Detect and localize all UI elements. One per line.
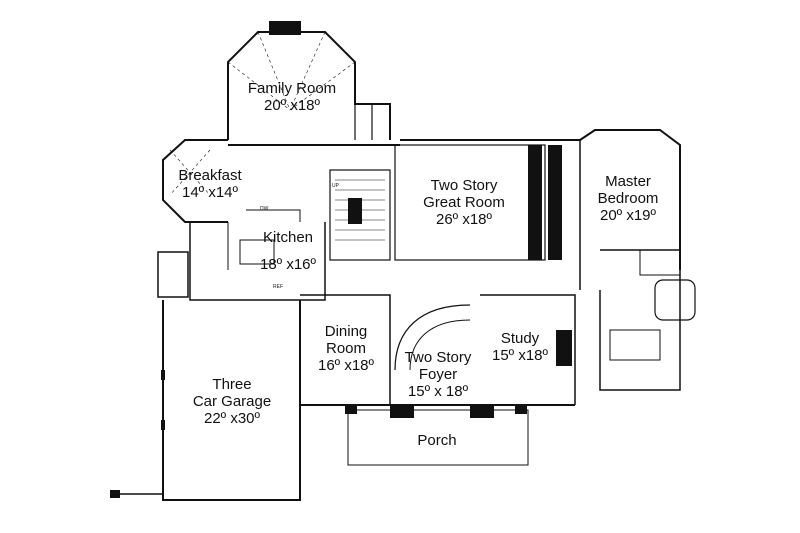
column-2 xyxy=(390,404,414,418)
room-label-breakfast: Breakfast 14º x14º xyxy=(178,167,241,201)
room-name: Porch xyxy=(417,432,457,449)
dishwasher-label: DW xyxy=(260,206,269,212)
family-closet xyxy=(354,104,373,140)
room-dimension: 20º x19º xyxy=(600,207,656,224)
room-name: Dining xyxy=(324,323,368,340)
garage-post xyxy=(110,490,120,498)
column-1 xyxy=(345,404,357,414)
room-dimension: 15º x18º xyxy=(492,347,548,364)
refrigerator-label: REF xyxy=(273,284,283,290)
room-dimension: 26º x18º xyxy=(435,211,492,228)
rear-stair xyxy=(329,169,391,261)
garage-side-box xyxy=(157,251,189,298)
room-label-family-room: Family Room 20º x18º xyxy=(248,80,336,114)
room-label-dining-room: Dining Room 16º x18º xyxy=(318,323,374,374)
foyer-stair-inner xyxy=(409,319,471,371)
kitchen-counter xyxy=(227,209,301,270)
room-dimension: 14º x14º xyxy=(182,184,238,201)
kitchen-walls xyxy=(189,222,326,301)
porch-outline xyxy=(347,409,529,466)
rear-wall xyxy=(228,129,681,270)
room-label-master-bedroom: Master Bedroom 20º x19º xyxy=(598,173,659,224)
garage-walls xyxy=(162,300,301,501)
room-label-study: Study 15º x18º xyxy=(492,330,548,364)
stair-up-label: UP xyxy=(332,183,339,189)
room-name: Kitchen xyxy=(262,229,314,246)
room-name: Three xyxy=(212,376,252,393)
room-dimension: 16º x18º xyxy=(318,357,374,374)
room-name-2: Bedroom xyxy=(597,190,659,207)
room-dimension: 22º x30º xyxy=(204,410,260,427)
kitchen-island xyxy=(239,239,275,265)
fireplace-1 xyxy=(528,145,542,260)
fireplace-2 xyxy=(548,145,562,260)
master-tub xyxy=(654,279,696,321)
room-label-great-room: Two Story Great Room 26º x18º xyxy=(423,177,505,228)
breakfast-ceiling xyxy=(169,149,211,196)
family-room-walls xyxy=(227,31,391,140)
study-walls xyxy=(480,294,576,405)
column-3 xyxy=(470,404,494,418)
column-4 xyxy=(515,404,527,414)
master-shower xyxy=(639,249,681,276)
study-fireplace xyxy=(556,330,572,366)
room-label-kitchen: Kitchen 18º x16º xyxy=(260,229,316,273)
stair-core xyxy=(348,198,362,224)
room-name: Breakfast xyxy=(178,167,242,184)
room-label-foyer: Two Story Foyer 15º x 18º xyxy=(405,349,472,400)
master-closet xyxy=(609,329,661,361)
dining-walls xyxy=(300,294,391,405)
room-name: Two Story xyxy=(430,177,498,194)
breakfast-walls xyxy=(162,139,228,223)
foyer-stair xyxy=(394,304,471,371)
family-room-chimney xyxy=(269,21,301,35)
room-name-2: Foyer xyxy=(418,366,458,383)
room-dimension: 18º x16º xyxy=(260,256,316,273)
room-name: Master xyxy=(605,173,651,190)
room-name-2: Great Room xyxy=(423,194,505,211)
room-label-porch: Porch xyxy=(417,432,456,449)
room-name: Family Room xyxy=(247,80,337,97)
room-name-2: Room xyxy=(325,340,366,357)
room-name: Study xyxy=(500,330,540,347)
room-label-garage: Three Car Garage 22º x30º xyxy=(193,376,271,427)
room-dimension: 20º x18º xyxy=(263,97,320,114)
room-name-2: Car Garage xyxy=(192,393,272,410)
room-name: Two Story xyxy=(404,349,472,366)
room-dimension: 15º x 18º xyxy=(407,383,469,400)
great-room-walls xyxy=(394,144,546,261)
